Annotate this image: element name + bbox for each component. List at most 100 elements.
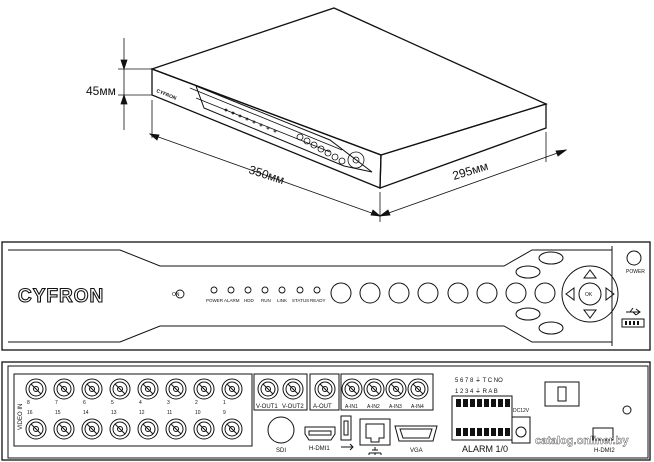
front-usb-port[interactable] [621, 318, 645, 328]
bnc-video-out-1[interactable] [257, 378, 279, 400]
bnc-number: 10 [195, 410, 201, 416]
brand-small-3d: CYFRON [155, 88, 177, 102]
usb-symbol-icon [626, 307, 641, 316]
nav-left-arrow-icon[interactable] [565, 287, 575, 301]
bnc-connectors [25, 378, 429, 440]
bnc-video-in-bottom[interactable] [221, 418, 243, 440]
bnc-video-in-bottom[interactable] [109, 418, 131, 440]
front-button-8[interactable] [534, 282, 556, 304]
bnc-number: 13 [111, 410, 117, 416]
bnc-video-in-top[interactable] [25, 378, 47, 400]
front-oval-3[interactable] [515, 307, 541, 321]
hdmi1-port[interactable] [304, 426, 336, 441]
vga-label: VGA [410, 448, 423, 454]
bnc-video-in-top[interactable] [221, 378, 243, 400]
dc-jack[interactable] [511, 416, 531, 444]
front-buttons-3d [296, 133, 365, 169]
front-round-buttons [330, 282, 556, 304]
front-button-5[interactable] [447, 282, 469, 304]
front-power-key[interactable] [175, 289, 185, 299]
rear-view [1, 361, 651, 461]
bnc-video-in-top[interactable] [165, 378, 187, 400]
front-nav-pad[interactable] [561, 265, 619, 323]
bnc-video-in-top[interactable] [53, 378, 75, 400]
vga-port[interactable] [394, 425, 438, 442]
power-switch[interactable] [544, 381, 580, 407]
bnc-numbers: 8 7 6 5 4 3 2 1 16 15 14 13 12 11 10 9 [27, 400, 226, 416]
bnc-number: 2 [195, 400, 198, 406]
box-top-face [150, 7, 548, 156]
video-in-label: VIDEO IN [18, 404, 24, 430]
bnc-video-in-bottom[interactable] [137, 418, 159, 440]
bnc-number: 7 [55, 400, 58, 406]
bnc-number: 6 [83, 400, 86, 406]
nav-right-arrow-icon[interactable] [605, 287, 615, 301]
bnc-number: 4 [139, 400, 142, 406]
usb-port-rear[interactable] [340, 415, 352, 441]
bnc-number: 8 [27, 400, 30, 406]
bnc-number: 11 [167, 410, 172, 416]
dim-width-label: 350мм [247, 163, 286, 188]
bnc-video-out-2[interactable] [282, 378, 304, 400]
led-label-run: RUN [261, 298, 271, 303]
rear-inner-frame [7, 365, 649, 459]
bnc-video-in-bottom[interactable] [193, 418, 215, 440]
ain4-label: A-IN4 [411, 404, 424, 410]
hdmi2-label: H-DMI2 [594, 448, 615, 454]
rca-audio-in[interactable] [363, 378, 385, 400]
video-out-block [253, 373, 308, 411]
ground-icon [622, 405, 632, 415]
alarm-bottom-label: 1 2 3 4 ⏚ R A B [455, 388, 498, 395]
front-button-6[interactable] [476, 282, 498, 304]
rca-audio-in[interactable] [341, 378, 363, 400]
front-button-2[interactable] [359, 282, 381, 304]
bnc-number: 14 [83, 410, 89, 416]
bnc-number: 3 [167, 400, 170, 406]
bnc-video-in-top[interactable] [81, 378, 103, 400]
front-oval-4[interactable] [538, 321, 564, 335]
vout2-label: V-OUT2 [282, 404, 304, 410]
aout-label: A-OUT [313, 404, 332, 410]
power-button-label: POWER [626, 269, 645, 275]
sdi-label: SDI [276, 448, 286, 454]
bnc-video-in-top[interactable] [109, 378, 131, 400]
bnc-video-in-bottom[interactable] [53, 418, 75, 440]
front-oval-1[interactable] [538, 251, 564, 265]
bnc-number: 16 [27, 410, 33, 416]
front-power-button[interactable] [626, 250, 642, 266]
ethernet-port[interactable] [359, 418, 391, 446]
front-button-7[interactable] [505, 282, 527, 304]
vout1-label: V-OUT1 [256, 404, 278, 410]
led-label-status: STATUS [292, 298, 309, 303]
led-label-hdd: HDD [244, 298, 254, 303]
bnc-video-in-bottom[interactable] [165, 418, 187, 440]
sdi-port[interactable] [267, 416, 295, 444]
front-outer-frame [1, 241, 651, 351]
front-labels: ON POWER ALARM HDD RUN LINK STATUS READY… [172, 269, 645, 303]
rca-audio-out[interactable] [314, 378, 336, 400]
bnc-video-in-bottom[interactable] [25, 418, 47, 440]
nav-up-arrow-icon[interactable] [583, 269, 597, 279]
front-leds [210, 286, 321, 294]
hdmi1-label: H-DMI1 [309, 446, 330, 452]
ain3-label: A-IN3 [389, 404, 402, 410]
watermark: catalog.onliner.by [535, 435, 629, 447]
front-bevel-bottom [8, 325, 612, 343]
audio-out-block [309, 373, 340, 411]
bnc-video-in-top[interactable] [137, 378, 159, 400]
dimension-lines [118, 38, 568, 222]
front-button-4[interactable] [417, 282, 439, 304]
audio-in-block [340, 373, 434, 411]
front-button-3[interactable] [388, 282, 410, 304]
front-panel-bevel [195, 85, 373, 173]
bnc-video-in-top[interactable] [193, 378, 215, 400]
front-oval-2[interactable] [515, 265, 541, 279]
rca-audio-in[interactable] [407, 378, 429, 400]
front-button-1[interactable] [330, 282, 352, 304]
bnc-video-in-bottom[interactable] [81, 418, 103, 440]
rca-audio-in[interactable] [385, 378, 407, 400]
hdmi2-port[interactable] [592, 427, 614, 441]
nav-down-arrow-icon[interactable] [583, 309, 597, 319]
